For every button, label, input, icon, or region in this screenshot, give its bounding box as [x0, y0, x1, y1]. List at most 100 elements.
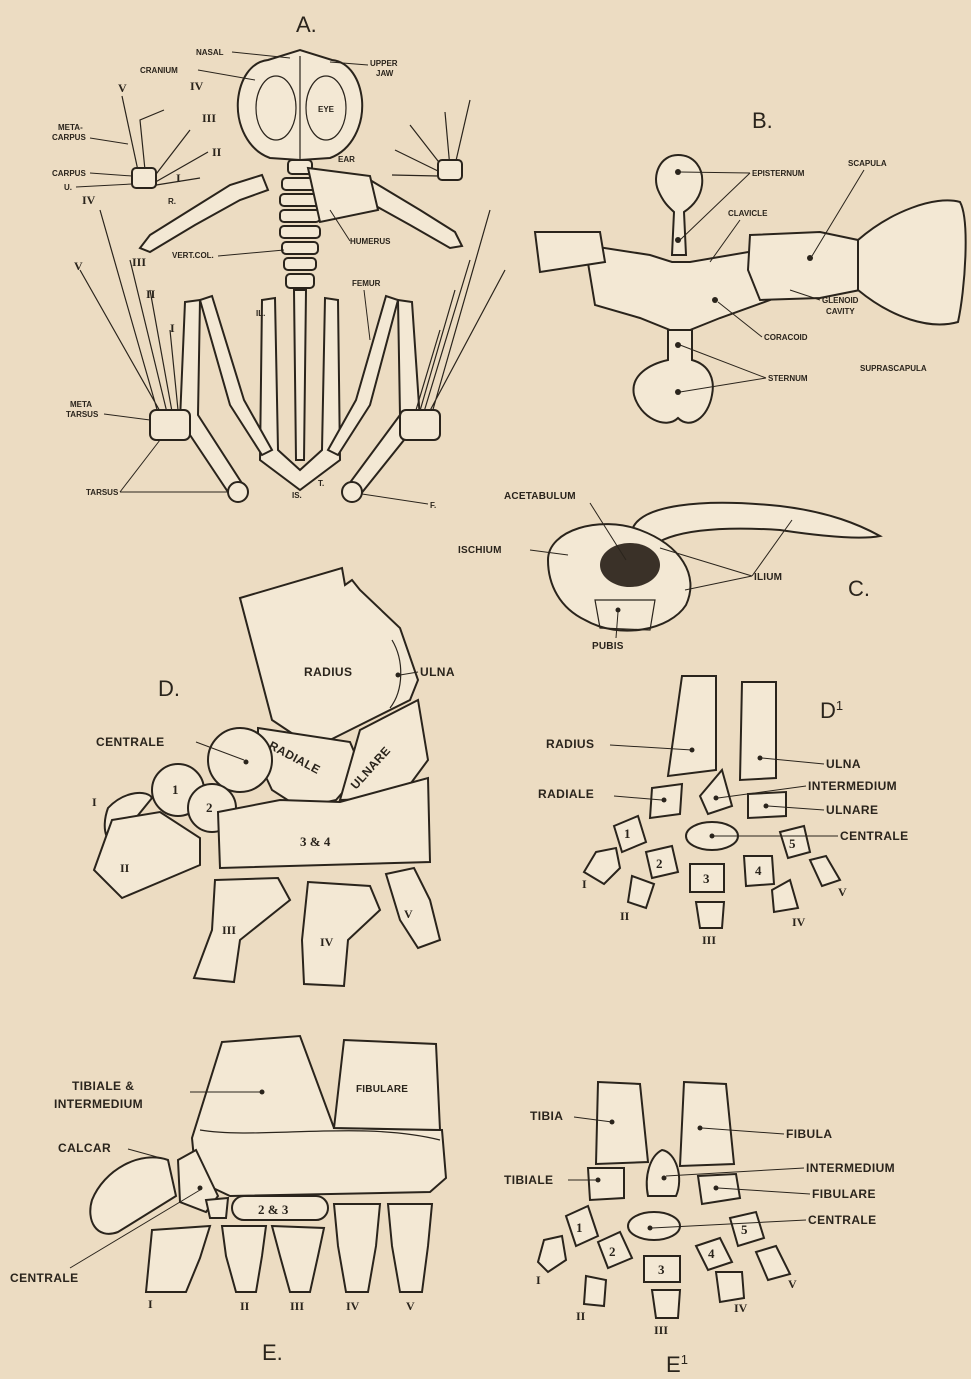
label-ilium: ILIUM [754, 572, 782, 583]
label-d-centrale: CENTRALE [96, 735, 165, 749]
label-d-digit-ii: II [120, 861, 130, 875]
sternum-bone [633, 330, 712, 423]
label-e-digit-iii: III [290, 1299, 304, 1313]
panel-d-letter: D. [158, 676, 180, 701]
label-tarsus: TARSUS [86, 488, 119, 497]
label-metacarpus-2: CARPUS [52, 133, 86, 142]
label-sternum: STERNUM [768, 374, 808, 383]
d-digit-v-bone [386, 868, 440, 948]
vertebral-column [280, 160, 320, 460]
acetabulum-socket [600, 543, 660, 587]
e-digit-iv-bone [334, 1204, 380, 1292]
label-d-carpal-1: 1 [172, 782, 179, 797]
label-ear: EAR [338, 155, 355, 164]
label-e1-digit-ii: II [576, 1309, 586, 1323]
label-e1-digit-iv: IV [734, 1301, 748, 1315]
label-e-fibulare: FIBULARE [356, 1084, 408, 1095]
label-t: T. [318, 479, 324, 488]
label-acetabulum: ACETABULUM [504, 491, 576, 502]
d1-intermedium-bone [700, 770, 732, 814]
label-scapula: SCAPULA [848, 159, 887, 168]
foot-digit-iv: IV [82, 193, 96, 207]
label-d-ulna: ULNA [420, 665, 455, 679]
label-e1-fibulare: FIBULARE [812, 1187, 876, 1201]
label-coracoid: CORACOID [764, 333, 808, 342]
hand-digit-i: I [176, 171, 181, 185]
panel-e-letter: E. [262, 1340, 283, 1365]
e-digit-ii-bone [222, 1226, 266, 1292]
panel-e-tarsus: E. TIBIALE & INTERMEDIUM FIBULARE CALCAR… [10, 1036, 446, 1365]
e1-tibia-bone [596, 1082, 648, 1164]
foot-digit-i: I [170, 321, 175, 335]
e1-intermedium-bone [647, 1150, 679, 1196]
label-d1-digit-i: I [582, 877, 587, 891]
d1-ulna-bone [740, 682, 776, 780]
label-vert-col: VERT.COL. [172, 251, 214, 260]
label-e1-intermedium: INTERMEDIUM [806, 1161, 895, 1175]
foot-digit-v: V [74, 259, 83, 273]
label-humerus: HUMERUS [350, 237, 391, 246]
label-d1-intermedium: INTERMEDIUM [808, 779, 897, 793]
label-d1-digit-iii: III [702, 933, 716, 947]
label-ischium: ISCHIUM [458, 545, 502, 556]
e-digit-iii-bone [272, 1226, 324, 1292]
suprascapula-a [308, 168, 378, 222]
label-suprascapula: SUPRASCAPULA [860, 364, 927, 373]
calcar-bone [90, 1157, 176, 1233]
label-e1-tarsal-5: 5 [741, 1222, 748, 1237]
label-e-tarsal-23: 2 & 3 [258, 1202, 289, 1217]
label-glenoid-2: CAVITY [826, 307, 855, 316]
label-metatarsus-1: META [70, 400, 92, 409]
label-d1-ulnare: ULNARE [826, 803, 878, 817]
label-e1-digit-iii: III [654, 1323, 668, 1337]
label-e-digit-iv: IV [346, 1299, 360, 1313]
e1-fibula-bone [680, 1082, 734, 1166]
panel-c-letter: C. [848, 576, 870, 601]
e1-tibiale-bone [588, 1168, 624, 1200]
panel-e1-letter: E1 [666, 1352, 688, 1377]
ilium-bone [632, 503, 880, 548]
panel-e1-tarsus: E1 TIBIA FIBULA TIBIALE INTERMEDIUM FIBU… [504, 1082, 895, 1377]
hand-digit-iii: III [202, 111, 216, 125]
label-upper-jaw-2: JAW [376, 69, 394, 78]
label-glenoid-1: GLENOID [822, 296, 859, 305]
label-metatarsus-2: TARSUS [66, 410, 99, 419]
label-d1-carpal-4: 4 [755, 863, 762, 878]
label-eye: EYE [318, 105, 335, 114]
label-e-tibiale-2: INTERMEDIUM [54, 1097, 143, 1111]
hand-digit-v: V [118, 81, 127, 95]
scapula-bone [748, 232, 860, 300]
label-d1-carpal-5: 5 [789, 836, 796, 851]
label-u: U. [64, 183, 72, 192]
panel-a-skeleton: A. [52, 12, 505, 510]
label-d-digit-iii: III [222, 923, 236, 937]
label-clavicle: CLAVICLE [728, 209, 768, 218]
panel-a-letter: A. [296, 12, 317, 37]
label-e1-digit-i: I [536, 1273, 541, 1287]
label-d1-radiale: RADIALE [538, 787, 594, 801]
suprascapula-bone [858, 200, 966, 324]
label-d1-carpal-3: 3 [703, 871, 710, 886]
right-hand [392, 100, 470, 180]
label-d1-ulna: ULNA [826, 757, 861, 771]
label-d-radius: RADIUS [304, 665, 352, 679]
label-e1-tibia: TIBIA [530, 1109, 563, 1123]
centrale-bone [208, 728, 272, 792]
label-e1-tarsal-2: 2 [609, 1244, 616, 1259]
hand-digit-ii: II [212, 145, 222, 159]
panel-b-letter: B. [752, 108, 773, 133]
hand-digit-iv: IV [190, 79, 204, 93]
label-d-carpal-34: 3 & 4 [300, 834, 331, 849]
label-e-tibiale-1: TIBIALE & [72, 1079, 134, 1093]
label-r: R. [168, 197, 176, 206]
label-episternum: EPISTERNUM [752, 169, 805, 178]
label-nasal: NASAL [196, 48, 224, 57]
d1-radius-bone [668, 676, 716, 776]
panel-d-carpus: D. RADIUS ULNA CENTRALE RADIALE ULNARE 1… [92, 568, 455, 986]
label-cranium: CRANIUM [140, 66, 178, 75]
label-metacarpus-1: META- [58, 123, 83, 132]
label-e-digit-ii: II [240, 1299, 250, 1313]
d-digit-ii-bone [94, 812, 200, 898]
label-f: F. [430, 501, 436, 510]
